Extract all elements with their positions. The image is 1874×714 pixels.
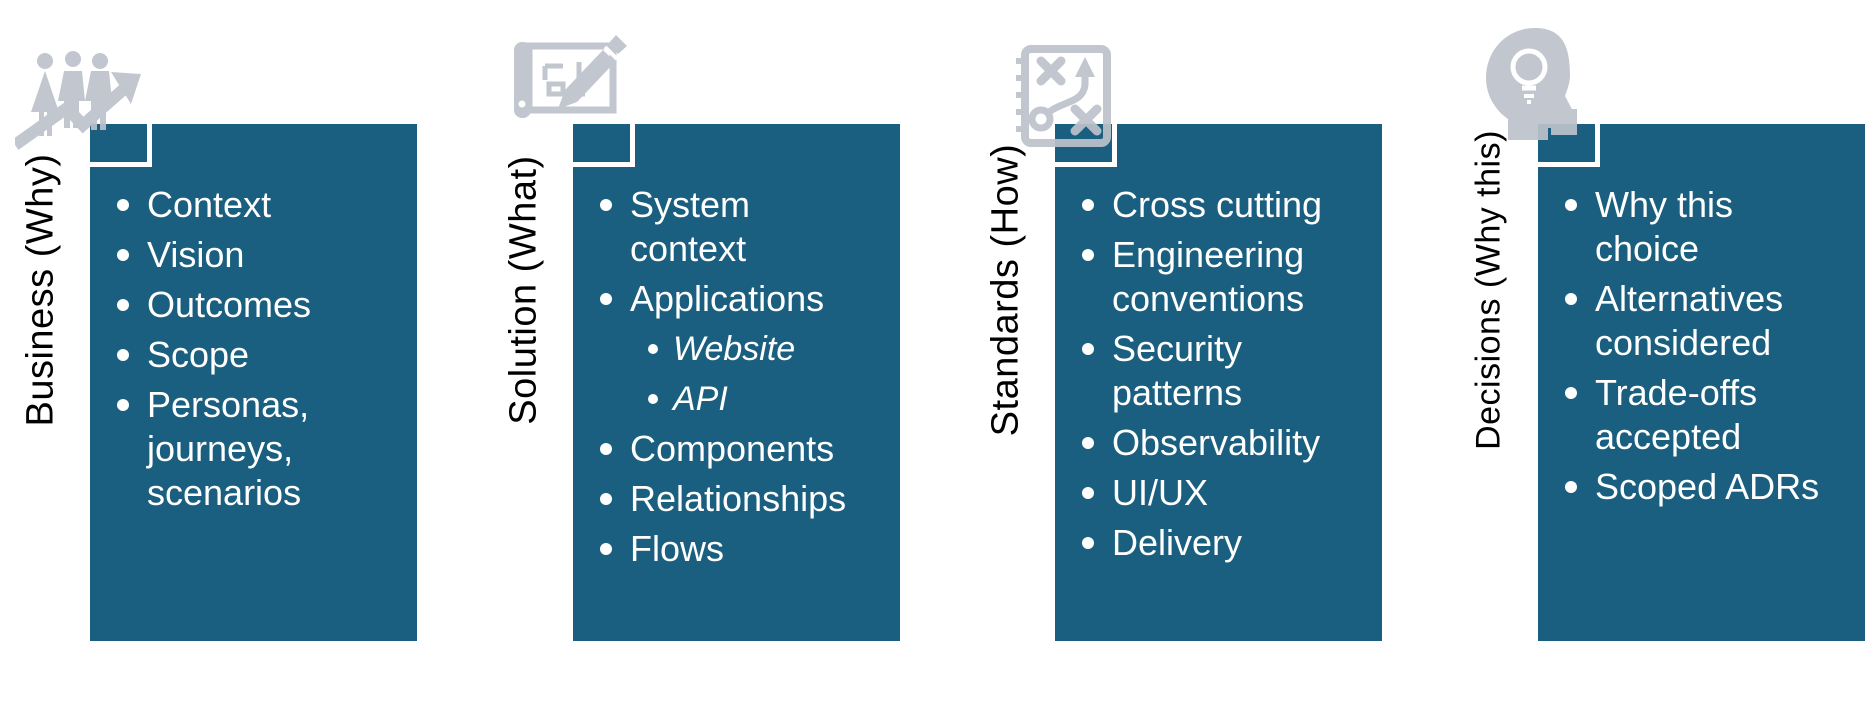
bullet-marker xyxy=(1565,293,1577,305)
bullet-item: UI/UX xyxy=(1055,471,1376,515)
bullet-list: System context Applications Website API … xyxy=(573,183,894,577)
bullet-text: Observability xyxy=(1112,422,1321,463)
bullet-marker xyxy=(648,394,658,404)
bullet-list: Context Vision Outcomes Scope Personas, … xyxy=(90,183,411,521)
bullet-item: Alternatives considered xyxy=(1538,277,1859,365)
head-lightbulb-icon xyxy=(1475,25,1601,140)
bullet-item: Security patterns xyxy=(1055,327,1376,415)
bullet-text: Vision xyxy=(147,234,245,275)
people-growth-icon xyxy=(11,40,150,152)
panel-label-standards: Standards (How) xyxy=(984,143,1027,437)
bullet-item: Why this choice xyxy=(1538,183,1859,271)
bullet-text: API xyxy=(673,380,728,418)
notch-corner xyxy=(1538,124,1600,167)
bullet-text: Flows xyxy=(630,528,725,569)
bullet-marker xyxy=(117,249,129,261)
bullet-marker xyxy=(1565,199,1577,211)
bullet-marker xyxy=(1082,343,1094,355)
notch-corner xyxy=(90,124,152,167)
bullet-text: Cross cutting xyxy=(1112,184,1323,225)
notch-corner xyxy=(573,124,635,167)
panel-decisions: Decisions (Why this) Why this choice Alt… xyxy=(1470,0,1868,714)
bullet-list: Why this choice Alternatives considered … xyxy=(1538,183,1859,515)
notch-corner xyxy=(1055,124,1117,167)
bullet-item: Outcomes xyxy=(90,283,411,327)
bullet-text: Security patterns xyxy=(1112,328,1243,413)
bullet-item: Flows xyxy=(573,527,894,571)
panel-label-business: Business (Why) xyxy=(19,153,62,427)
bullet-text: Scoped ADRs xyxy=(1595,466,1820,507)
bullet-marker xyxy=(1565,481,1577,493)
bullet-text: System context xyxy=(630,184,751,269)
blueprint-pencil-icon xyxy=(513,32,635,124)
bullet-text: Components xyxy=(630,428,835,469)
panel-standards: Standards (How) Cross cutting Engine xyxy=(985,0,1385,714)
bullet-text: UI/UX xyxy=(1112,472,1209,513)
bullet-marker xyxy=(1565,387,1577,399)
bullet-text: Why this choice xyxy=(1595,184,1734,269)
bullet-text: Scope xyxy=(147,334,250,375)
bullet-item: Cross cutting xyxy=(1055,183,1376,227)
bullet-item: Context xyxy=(90,183,411,227)
bullet-text: Relationships xyxy=(630,478,847,519)
panel-box: Context Vision Outcomes Scope Personas, … xyxy=(90,124,417,641)
bullet-item: Trade-offs accepted xyxy=(1538,371,1859,459)
bullet-text: Engineering conventions xyxy=(1112,234,1305,319)
bullet-item: Observability xyxy=(1055,421,1376,465)
panel-box: Why this choice Alternatives considered … xyxy=(1538,124,1865,641)
bullet-marker xyxy=(600,443,612,455)
bullet-text: Alternatives considered xyxy=(1595,278,1784,363)
bullet-marker xyxy=(1082,199,1094,211)
bullet-text: Outcomes xyxy=(147,284,312,325)
bullet-marker xyxy=(1082,487,1094,499)
panel-solution: Solution (What) System context Applica xyxy=(503,0,903,714)
bullet-text: Applications xyxy=(630,278,825,319)
bullet-marker xyxy=(1082,249,1094,261)
bullet-item: Engineering conventions xyxy=(1055,233,1376,321)
bullet-marker xyxy=(117,199,129,211)
bullet-text: Delivery xyxy=(1112,522,1243,563)
bullet-marker xyxy=(648,344,658,354)
bullet-marker xyxy=(600,493,612,505)
panel-label-solution: Solution (What) xyxy=(502,155,545,425)
bullet-text: Personas, journeys, scenarios xyxy=(147,384,310,513)
bullet-marker xyxy=(117,399,129,411)
bullet-item: Applications xyxy=(573,277,894,321)
bullet-marker xyxy=(117,349,129,361)
panel-business: Business (Why) Context xyxy=(11,0,420,714)
panel-box: System context Applications Website API … xyxy=(573,124,900,641)
bullet-marker xyxy=(600,199,612,211)
bullet-list: Cross cutting Engineering conventions Se… xyxy=(1055,183,1376,571)
bullet-item-sub: API xyxy=(573,377,894,421)
bullet-item: Vision xyxy=(90,233,411,277)
bullet-marker xyxy=(1082,437,1094,449)
bullet-marker xyxy=(1082,537,1094,549)
bullet-item: Delivery xyxy=(1055,521,1376,565)
bullet-marker xyxy=(117,299,129,311)
bullet-item: Scoped ADRs xyxy=(1538,465,1859,509)
bullet-item: Components xyxy=(573,427,894,471)
bullet-text: Context xyxy=(147,184,272,225)
bullet-item-sub: Website xyxy=(573,327,894,371)
bullet-item: Personas, journeys, scenarios xyxy=(90,383,411,515)
bullet-item: System context xyxy=(573,183,894,271)
bullet-marker xyxy=(600,543,612,555)
bullet-item: Scope xyxy=(90,333,411,377)
panel-box: Cross cutting Engineering conventions Se… xyxy=(1055,124,1382,641)
bullet-text: Website xyxy=(673,330,796,368)
strategy-playbook-icon xyxy=(1007,45,1115,149)
panel-label-decisions: Decisions (Why this) xyxy=(1469,130,1508,450)
bullet-marker xyxy=(600,293,612,305)
bullet-text: Trade-offs accepted xyxy=(1595,372,1758,457)
bullet-item: Relationships xyxy=(573,477,894,521)
